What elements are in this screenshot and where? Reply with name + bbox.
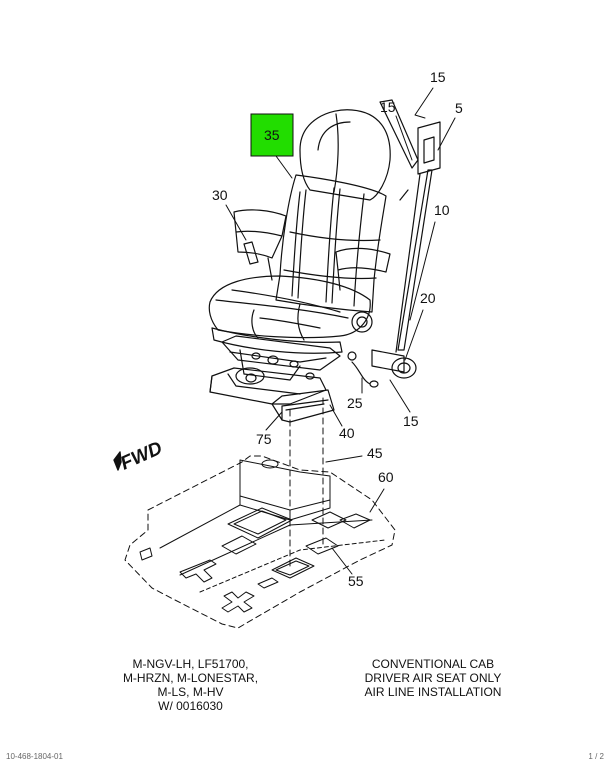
callout-25: 25 bbox=[347, 395, 363, 411]
forward-arrow-icon bbox=[113, 451, 122, 471]
caption-right-line-2: DRIVER AIR SEAT ONLY bbox=[364, 671, 502, 685]
part-35-highlight bbox=[250, 113, 294, 157]
callout-5: 5 bbox=[455, 100, 463, 116]
caption-left-line-3: M-LS, M-HV bbox=[157, 685, 224, 699]
callout-60: 60 bbox=[378, 469, 394, 485]
caption-left-line-1: M-NGV-LH, LF51700, bbox=[132, 657, 249, 671]
installation-title-caption: CONVENTIONAL CAB DRIVER AIR SEAT ONLY AI… bbox=[348, 657, 518, 699]
driver-seat-illustration bbox=[208, 109, 391, 423]
callout-15-low: 15 bbox=[403, 413, 419, 429]
footer-page-number: 1 / 2 bbox=[588, 752, 604, 761]
callout-20: 20 bbox=[420, 290, 436, 306]
seat-belt-assembly bbox=[347, 99, 441, 388]
applicability-caption: M-NGV-LH, LF51700, M-HRZN, M-LONESTAR, M… bbox=[108, 657, 273, 713]
callout-10: 10 bbox=[434, 202, 450, 218]
callout-45: 45 bbox=[367, 445, 383, 461]
footer-document-id: 10-468-1804-01 bbox=[6, 752, 63, 761]
leader-lines bbox=[225, 87, 456, 575]
callout-15-top: 15 bbox=[430, 69, 446, 85]
callout-75: 75 bbox=[256, 431, 272, 447]
caption-left-line-2: M-HRZN, M-LONESTAR, bbox=[122, 671, 259, 685]
fwd-label: FWD bbox=[117, 438, 165, 475]
caption-right-line-3: AIR LINE INSTALLATION bbox=[364, 685, 502, 699]
floor-plate-illustration bbox=[124, 455, 396, 629]
callout-15-mid: 15 bbox=[380, 99, 396, 115]
callout-55: 55 bbox=[348, 573, 364, 589]
caption-left-line-4: W/ 0016030 bbox=[158, 699, 223, 713]
caption-right-line-1: CONVENTIONAL CAB bbox=[371, 657, 495, 671]
callout-40: 40 bbox=[339, 425, 355, 441]
callout-30: 30 bbox=[212, 187, 228, 203]
callout-35: 35 bbox=[264, 127, 280, 143]
